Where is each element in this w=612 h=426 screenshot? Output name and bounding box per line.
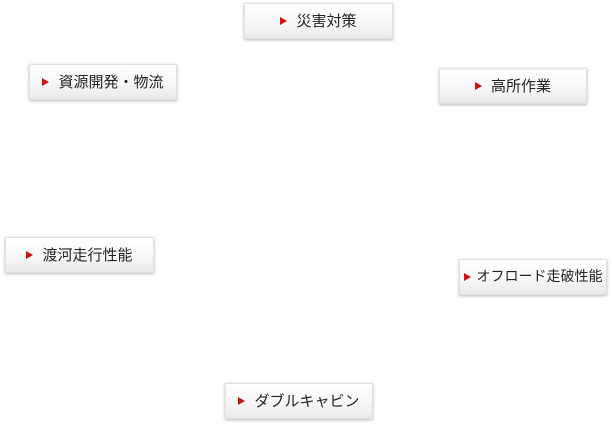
- arrow-right-icon: [42, 78, 50, 86]
- arrow-right-icon: [238, 397, 246, 405]
- arrow-right-icon: [280, 17, 288, 25]
- offroad-performance-button[interactable]: オフロード走破性能: [459, 259, 607, 295]
- offroad-performance-label: オフロード走破性能: [476, 269, 603, 285]
- fording-performance-button[interactable]: 渡河走行性能: [5, 237, 154, 273]
- double-cab-label: ダブルキャビン: [254, 391, 360, 410]
- resource-logistics-label: 資源開発・物流: [58, 72, 164, 91]
- disaster-response-label: 災害対策: [296, 11, 357, 30]
- arrow-right-icon: [474, 82, 482, 90]
- disaster-response-button[interactable]: 災害対策: [244, 3, 393, 39]
- double-cab-button[interactable]: ダブルキャビン: [225, 383, 373, 419]
- fording-performance-label: 渡河走行性能: [42, 245, 133, 264]
- aerial-work-button[interactable]: 高所作業: [439, 68, 587, 104]
- aerial-work-label: 高所作業: [490, 76, 551, 95]
- arrow-right-icon: [26, 251, 34, 259]
- resource-logistics-button[interactable]: 資源開発・物流: [29, 64, 177, 100]
- arrow-right-icon: [463, 273, 471, 281]
